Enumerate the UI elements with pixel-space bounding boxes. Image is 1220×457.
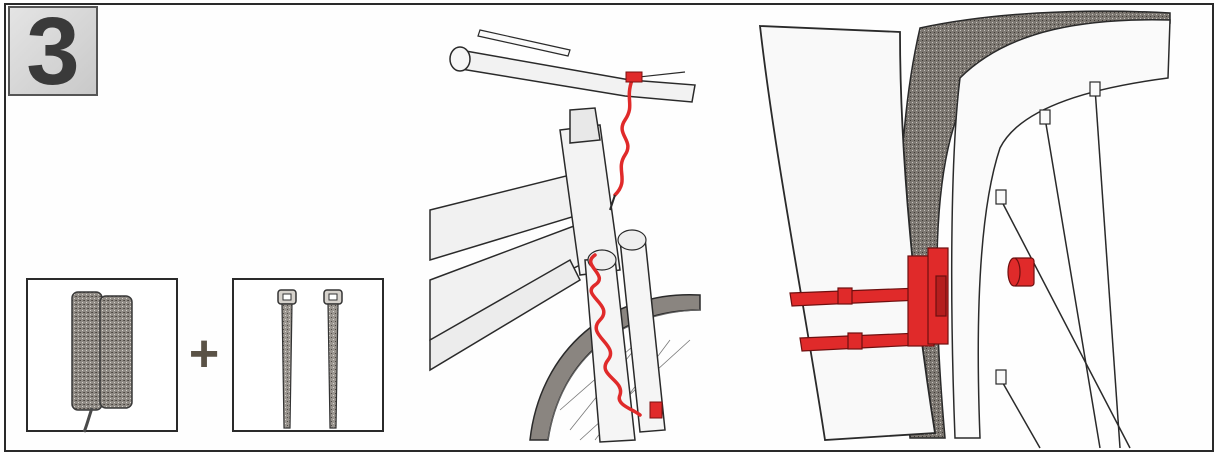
sensor-pad-icon	[28, 280, 180, 434]
bicycle-front-illustration	[420, 10, 720, 450]
plus-glyph: +	[186, 328, 222, 380]
step-number: 3	[10, 2, 96, 102]
cable-ties-inset	[232, 278, 384, 432]
cable-tie-icon	[234, 280, 386, 434]
sensor-mount-illustration	[750, 8, 1210, 448]
plus-sign: +	[186, 338, 222, 374]
sensor-pad-inset	[26, 278, 178, 432]
step-badge: 3	[8, 6, 98, 96]
